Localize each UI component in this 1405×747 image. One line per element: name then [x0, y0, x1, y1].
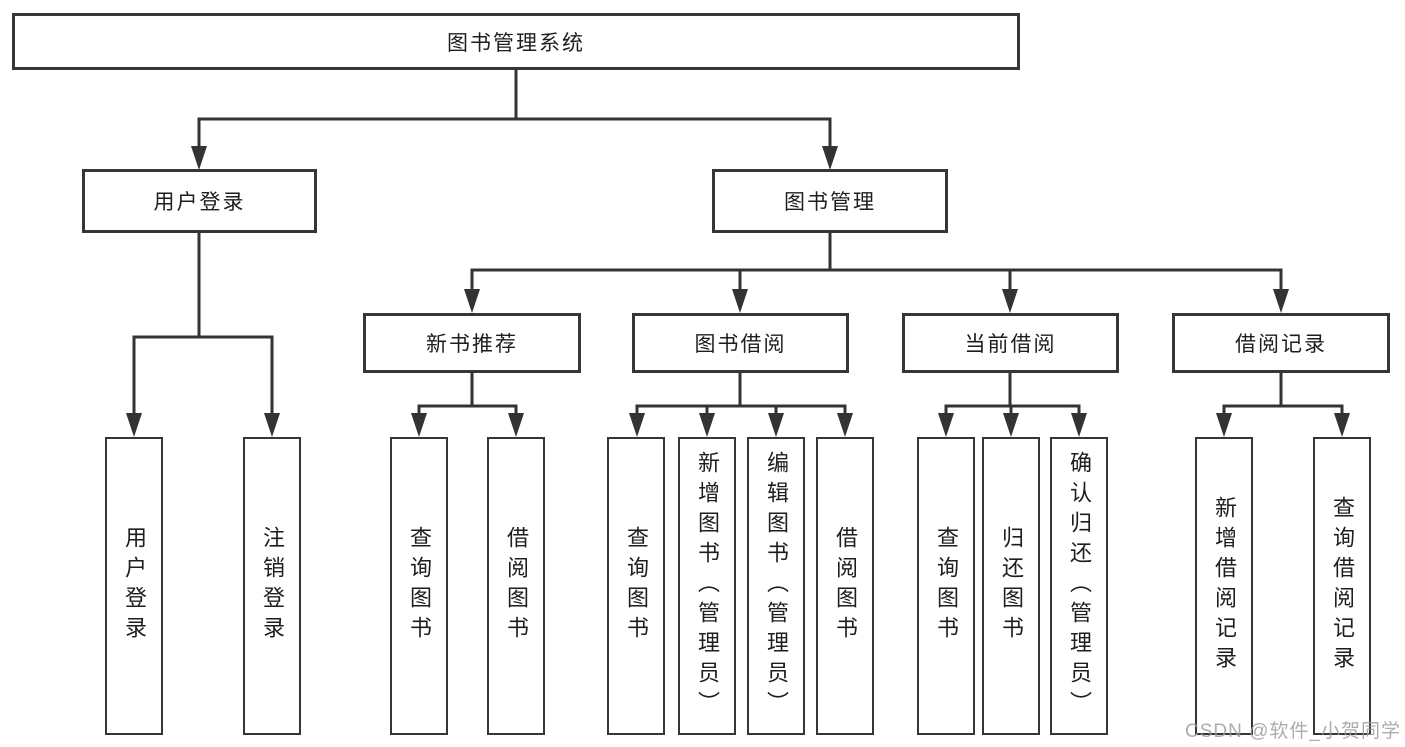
node-book-management: 图书管理 — [712, 169, 948, 233]
node-borrowing-records: 借阅记录 — [1172, 313, 1390, 373]
node-new-book-recommendation: 新书推荐 — [363, 313, 581, 373]
arrowhead-icon — [629, 413, 645, 437]
node-label: 用户登录 — [122, 526, 147, 646]
node-label: 归还图书 — [999, 526, 1024, 646]
leaf-query-borrow-record: 查询借阅记录 — [1313, 437, 1371, 735]
arrowhead-icon — [822, 146, 838, 170]
node-label: 查询图书 — [624, 526, 649, 646]
leaf-edit-books-admin: 编辑图书（管理员） — [747, 437, 805, 735]
node-library-management-system: 图书管理系统 — [12, 13, 1020, 70]
node-label: 注销登录 — [260, 526, 285, 646]
arrowhead-icon — [411, 413, 427, 437]
node-label: 查询图书 — [407, 526, 432, 646]
leaf-add-books-admin: 新增图书（管理员） — [678, 437, 736, 735]
node-label: 图书管理系统 — [447, 31, 585, 55]
leaf-user-login: 用户登录 — [105, 437, 163, 735]
node-label: 当前借阅 — [964, 333, 1057, 356]
arrowhead-icon — [1334, 413, 1350, 437]
node-book-borrowing: 图书借阅 — [632, 313, 849, 373]
arrowhead-icon — [1071, 413, 1087, 437]
node-label: 新书推荐 — [426, 333, 518, 356]
arrowhead-icon — [126, 413, 142, 437]
arrowhead-icon — [1216, 413, 1232, 437]
arrowhead-icon — [191, 146, 207, 170]
node-user-login: 用户登录 — [82, 169, 317, 233]
leaf-borrow-books-2: 借阅图书 — [816, 437, 874, 735]
connectors — [132, 68, 1344, 415]
node-label: 新增借阅记录 — [1212, 496, 1237, 676]
arrowhead-icon — [508, 413, 524, 437]
leaf-confirm-return-admin: 确认归还（管理员） — [1050, 437, 1108, 735]
leaf-add-borrow-record: 新增借阅记录 — [1195, 437, 1253, 735]
arrowhead-icon — [464, 289, 480, 313]
arrowhead-icon — [837, 413, 853, 437]
node-label: 确认归还（管理员） — [1067, 451, 1092, 721]
connector-path — [132, 68, 1344, 415]
node-label: 新增图书（管理员） — [695, 451, 720, 721]
arrowhead-icon — [1003, 413, 1019, 437]
leaf-return-books: 归还图书 — [982, 437, 1040, 735]
node-label: 借阅记录 — [1235, 333, 1327, 356]
arrowhead-icon — [938, 413, 954, 437]
node-current-borrowing: 当前借阅 — [902, 313, 1119, 373]
node-label: 图书借阅 — [694, 333, 787, 356]
leaf-borrow-books-1: 借阅图书 — [487, 437, 545, 735]
arrowheads — [126, 146, 1350, 437]
leaf-query-books-2: 查询图书 — [607, 437, 665, 735]
node-label: 借阅图书 — [504, 526, 529, 646]
arrowhead-icon — [768, 413, 784, 437]
node-label: 查询图书 — [934, 526, 959, 646]
leaf-logout-login: 注销登录 — [243, 437, 301, 735]
watermark-csdn: CSDN @软件_小贺同学 — [1185, 721, 1401, 742]
arrowhead-icon — [699, 413, 715, 437]
arrowhead-icon — [732, 289, 748, 313]
leaf-query-books-1: 查询图书 — [390, 437, 448, 735]
node-label: 借阅图书 — [833, 526, 858, 646]
node-label: 用户登录 — [153, 191, 246, 214]
node-label: 编辑图书（管理员） — [764, 451, 789, 721]
leaf-query-books-3: 查询图书 — [917, 437, 975, 735]
arrowhead-icon — [1002, 289, 1018, 313]
arrowhead-icon — [264, 413, 280, 437]
node-label: 图书管理 — [784, 191, 876, 214]
node-label: 查询借阅记录 — [1330, 496, 1355, 676]
arrowhead-icon — [1273, 289, 1289, 313]
